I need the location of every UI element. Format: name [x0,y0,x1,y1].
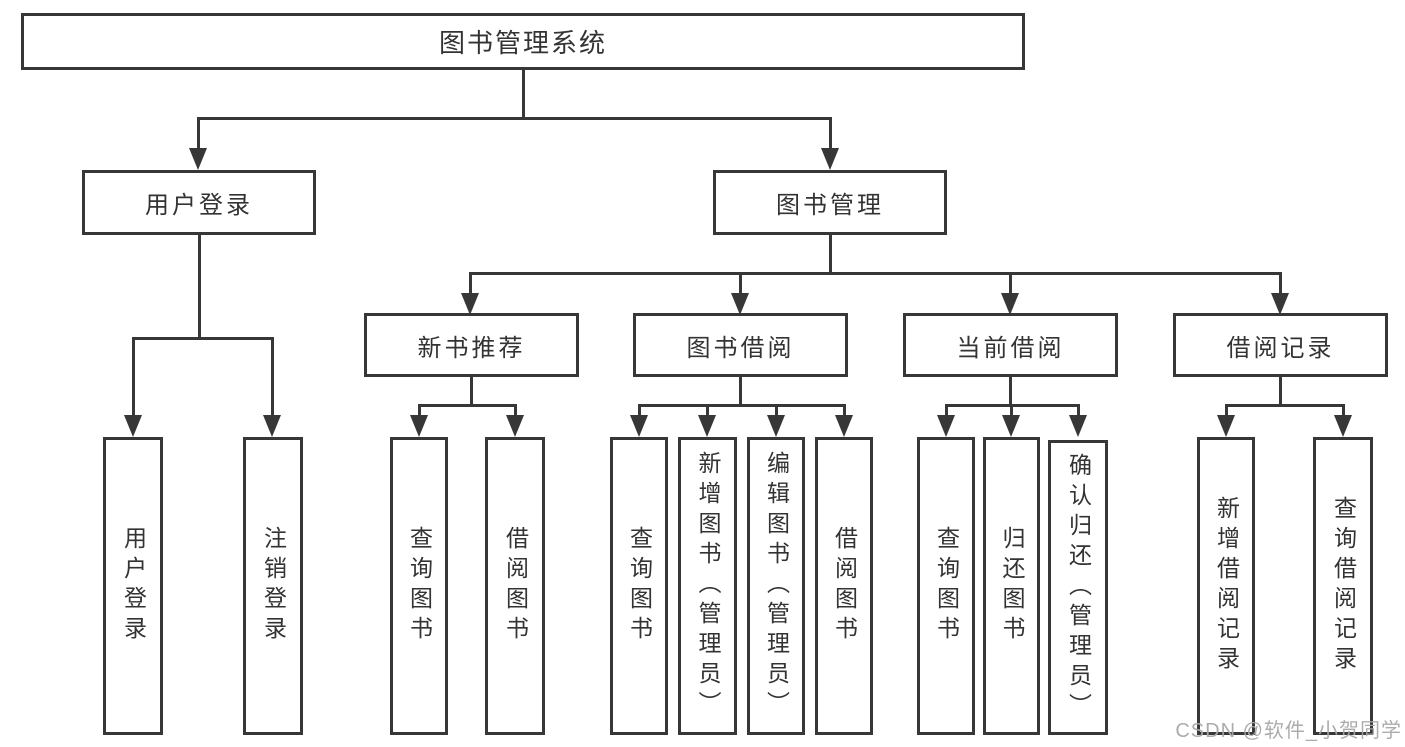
leaf-user-login: 用户登录 [103,437,163,735]
leaf-add-borrow-record: 新增借阅记录 [1197,437,1255,735]
connector-vline [828,235,832,275]
leaf-add-book-admin: 新增图书（管理员） [678,437,737,735]
connector-vline [1008,272,1012,295]
arrow-down-icon [630,415,648,437]
connector-vline [1278,272,1282,295]
connector-vline [1341,404,1345,418]
arrow-down-icon [937,415,955,437]
connector-vline [131,337,135,417]
arrow-down-icon [1002,415,1020,437]
leaf-borrow-books: 借阅图书 [815,437,873,735]
arrow-down-icon [124,415,142,437]
connector-vline [738,377,742,407]
connector-vline [944,404,948,418]
leaf-logout-login: 注销登录 [243,437,303,735]
connector-vline [705,404,709,418]
node-library-system: 图书管理系统 [21,13,1025,70]
connector-vline [1009,404,1013,418]
leaf-query-books: 查询图书 [390,437,448,735]
connector-vline [828,117,832,151]
watermark: CSDN @软件_小贺同学 [1175,720,1402,742]
connector-hline [131,337,274,340]
arrow-down-icon [189,148,207,170]
leaf-borrow-books: 借阅图书 [485,437,545,735]
arrow-down-icon [1334,415,1352,437]
arrow-down-icon [731,293,749,315]
node-new-book-recommendation: 新书推荐 [364,313,579,377]
leaf-query-books: 查询图书 [917,437,975,735]
arrow-down-icon [821,148,839,170]
connector-vline [417,404,421,418]
arrow-down-icon [1069,415,1087,437]
arrow-down-icon [1001,293,1019,315]
arrow-down-icon [263,415,281,437]
connector-hline [1224,404,1345,407]
arrow-down-icon [698,415,716,437]
connector-vline [468,272,472,295]
leaf-confirm-return-admin: 确认归还（管理员） [1048,440,1108,735]
connector-vline [196,117,200,151]
connector-vline [513,404,517,418]
connector-vline [521,70,525,120]
arrow-down-icon [461,293,479,315]
arrow-down-icon [410,415,428,437]
connector-vline [774,404,778,418]
connector-vline [637,404,641,418]
connector-vline [270,337,274,417]
node-borrowing-records: 借阅记录 [1173,313,1388,377]
node-book-management: 图书管理 [713,170,947,235]
leaf-return-book: 归还图书 [983,437,1040,735]
node-user-login: 用户登录 [82,170,316,235]
arrow-down-icon [767,415,785,437]
arrow-down-icon [506,415,524,437]
connector-hline [637,404,846,407]
arrow-down-icon [835,415,853,437]
connector-vline [1076,404,1080,418]
connector-vline [197,235,201,340]
arrow-down-icon [1271,293,1289,315]
connector-vline [1278,377,1282,407]
connector-vline [842,404,846,418]
leaf-query-books: 查询图书 [610,437,668,735]
leaf-query-borrow-record: 查询借阅记录 [1313,437,1373,735]
arrow-down-icon [1217,415,1235,437]
connector-vline [1008,377,1012,407]
connector-hline [417,404,517,407]
connector-hline [196,117,832,120]
leaf-edit-book-admin: 编辑图书（管理员） [747,437,805,735]
connector-hline [468,272,1282,275]
connector-vline [738,272,742,295]
connector-vline [1224,404,1228,418]
connector-vline [469,377,473,407]
node-book-borrowing: 图书借阅 [633,313,848,377]
node-current-borrowing: 当前借阅 [903,313,1118,377]
